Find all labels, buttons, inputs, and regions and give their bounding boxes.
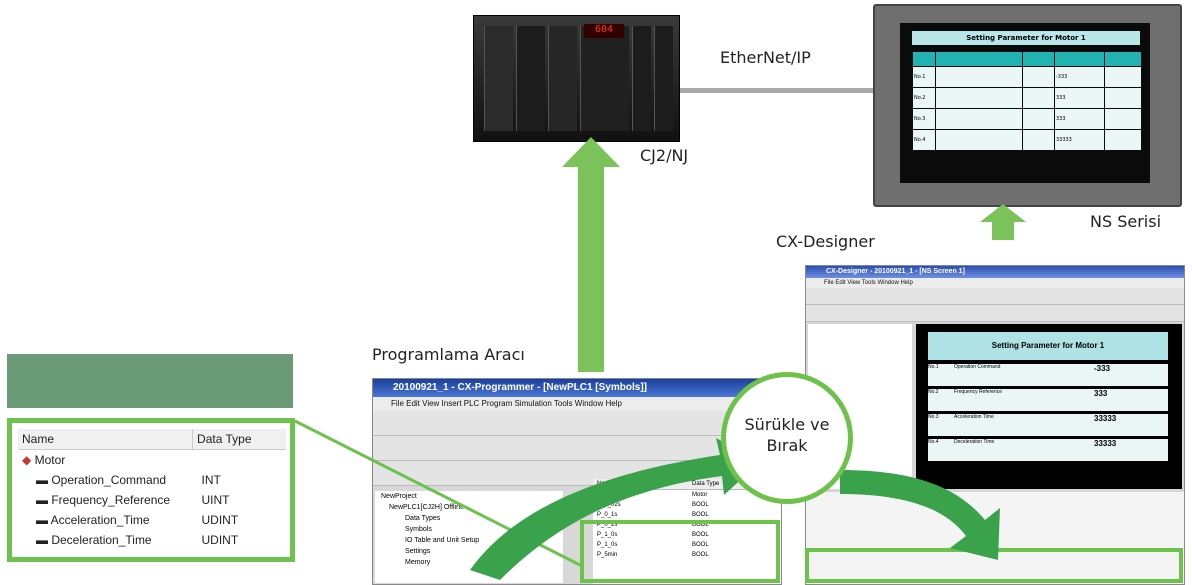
- cxd-toolbar[interactable]: [806, 288, 1184, 305]
- drag-drop-text-1: Sürükle ve: [744, 415, 830, 434]
- drag-drop-text-2: Bırak: [766, 436, 808, 455]
- group-row[interactable]: ◆ Motor: [18, 450, 286, 470]
- cxp-toolbar[interactable]: [373, 411, 781, 436]
- programmer-label: Programlama Aracı: [372, 345, 525, 364]
- col-type: Data Type: [192, 429, 286, 449]
- tag-table: Name Data Type ◆ Motor ▬ Operation_Comma…: [18, 429, 286, 550]
- member-icon: ▬: [36, 513, 48, 527]
- cxp-toolbar-2[interactable]: [373, 436, 781, 461]
- canvas-title: Setting Parameter for Motor 1: [928, 332, 1168, 360]
- header-bar: [7, 354, 293, 408]
- hmi-image: Setting Parameter for Motor 1 No.1-333 N…: [873, 4, 1182, 207]
- ethernet-label: EtherNet/IP: [720, 48, 811, 67]
- cxd-menubar[interactable]: File Edit View Tools Window Help: [806, 278, 1184, 288]
- cxp-menubar[interactable]: File Edit View Insert PLC Program Simula…: [373, 397, 781, 411]
- cxd-titlebar: CX-Designer - 20100921_1 - [NS Screen 1]: [806, 266, 1184, 278]
- plc-label: CJ2/NJ: [640, 146, 689, 165]
- cxd-toolbar-2[interactable]: [806, 305, 1184, 322]
- cx-designer-window: CX-Designer - 20100921_1 - [NS Screen 1]…: [805, 265, 1185, 585]
- hmi-screen-title: Setting Parameter for Motor 1: [912, 31, 1140, 45]
- struct-icon: ◆: [22, 453, 32, 467]
- arrow-up-designer: [980, 204, 1026, 240]
- hmi-label: NS Serisi: [1090, 212, 1162, 231]
- member-icon: ▬: [36, 473, 48, 487]
- plc-display: 604: [584, 24, 624, 38]
- member-icon: ▬: [36, 533, 48, 547]
- arrow-up-programmer: [562, 137, 620, 372]
- group-label: Motor: [34, 453, 66, 467]
- drag-drop-circle: Sürükle ve Bırak: [721, 372, 853, 504]
- member-icon: ▬: [36, 493, 48, 507]
- ethernet-connector: [678, 88, 874, 93]
- designer-label: CX-Designer: [776, 232, 875, 251]
- highlight-cxp-row: [580, 520, 780, 583]
- col-name: Name: [22, 432, 55, 446]
- tag-table-panel: Name Data Type ◆ Motor ▬ Operation_Comma…: [7, 418, 295, 562]
- plc-image: 604: [473, 15, 680, 142]
- cxp-titlebar: 20100921_1 - CX-Programmer - [NewPLC1 [S…: [373, 379, 781, 397]
